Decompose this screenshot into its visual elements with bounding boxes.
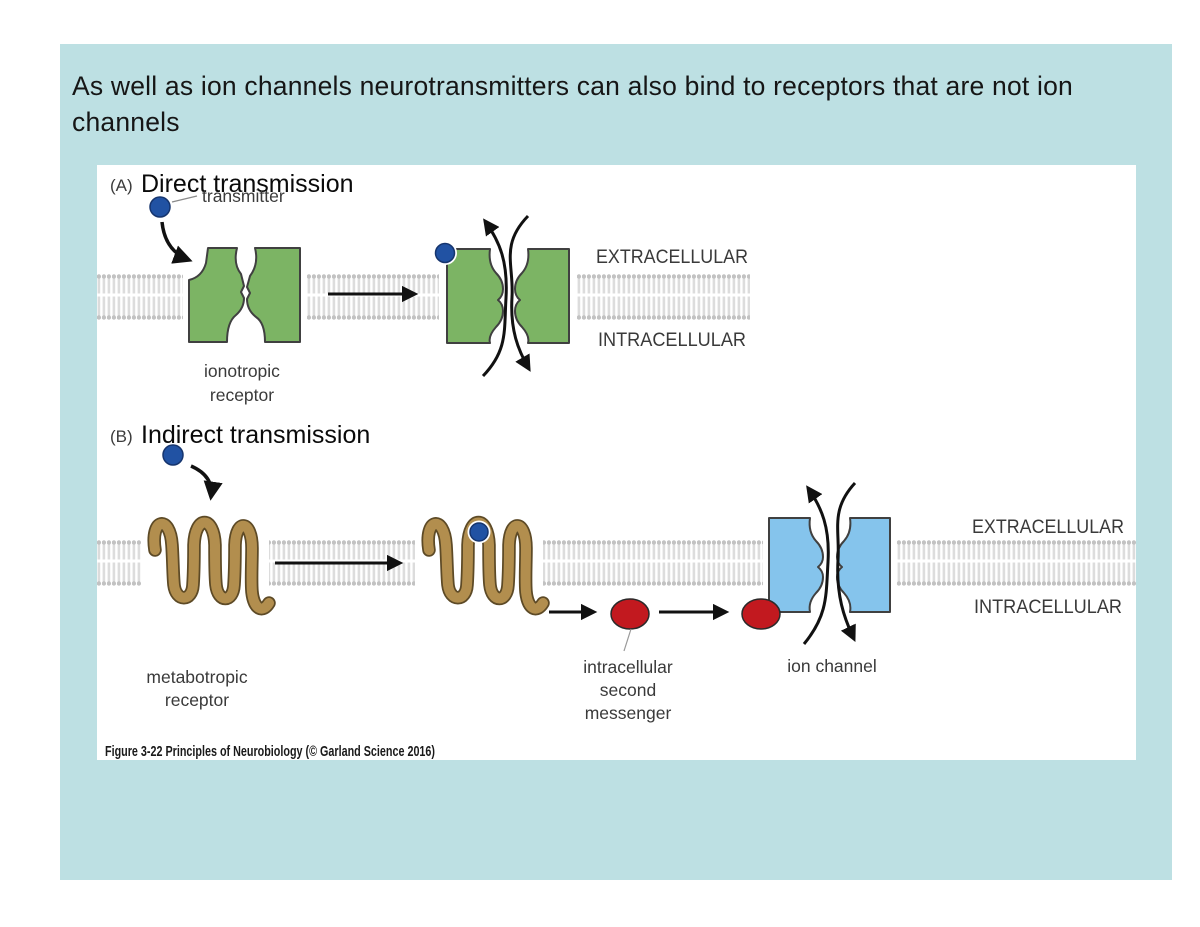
arrow-transmitter-b bbox=[190, 464, 223, 501]
metabotropic-receptor-unbound bbox=[154, 523, 269, 609]
panel-b-heading: Indirect transmission bbox=[141, 421, 370, 449]
figure-panel: (A) Direct transmission transmitter iono… bbox=[97, 165, 1136, 760]
membrane-b-midline bbox=[97, 559, 1136, 563]
extracellular-label-a: EXTRACELLULAR bbox=[596, 246, 748, 268]
metabotropic-label-line1: metabotropic bbox=[146, 667, 247, 687]
panel-b-tag: (B) bbox=[110, 427, 133, 446]
panel-a-tag: (A) bbox=[110, 176, 133, 195]
transmitter-label: transmitter bbox=[202, 186, 285, 206]
metabotropic-label-line2: receptor bbox=[165, 690, 229, 710]
ionotropic-label-line1: ionotropic bbox=[204, 361, 280, 381]
transmitter-dot-a-bound bbox=[433, 241, 457, 265]
arrow-ion-flow-b-up bbox=[802, 485, 830, 645]
ion-channel-label: ion channel bbox=[787, 656, 877, 676]
membrane-a-midline bbox=[97, 293, 750, 297]
arrow-ion-flow-b-down bbox=[836, 481, 857, 642]
intracellular-label-a: INTRACELLULAR bbox=[598, 329, 746, 351]
figure-diagram: (A) Direct transmission transmitter iono… bbox=[97, 170, 1136, 760]
arrow-transmitter-a bbox=[160, 221, 193, 264]
transmitter-dot-a bbox=[147, 194, 173, 220]
arrow-ion-flow-a-down bbox=[508, 214, 531, 372]
second-messenger-oval-1 bbox=[610, 598, 650, 630]
membrane-b bbox=[97, 538, 1136, 588]
messenger-label-line3: messenger bbox=[585, 703, 672, 723]
extracellular-label-b: EXTRACELLULAR bbox=[972, 516, 1124, 538]
ionotropic-label-line2: receptor bbox=[210, 385, 274, 405]
slide-background: As well as ion channels neurotransmitter… bbox=[60, 44, 1172, 880]
slide-title: As well as ion channels neurotransmitter… bbox=[72, 71, 1073, 137]
panel-a-heading: Direct transmission bbox=[141, 170, 354, 198]
second-messenger-oval-2 bbox=[741, 598, 781, 630]
transmitter-leader-line bbox=[171, 195, 198, 203]
arrows bbox=[160, 214, 857, 645]
messenger-leader-line bbox=[623, 628, 632, 652]
transmitter-dot-b-bound bbox=[467, 520, 491, 544]
figure-caption: Figure 3-22 Principles of Neurobiology (… bbox=[105, 743, 435, 760]
messenger-label-line1: intracellular bbox=[583, 657, 673, 677]
transmitter-dot-b bbox=[160, 442, 186, 468]
arrow-ion-flow-a-up bbox=[481, 218, 508, 378]
intracellular-label-b: INTRACELLULAR bbox=[974, 596, 1122, 618]
messenger-label-line2: second bbox=[600, 680, 656, 700]
